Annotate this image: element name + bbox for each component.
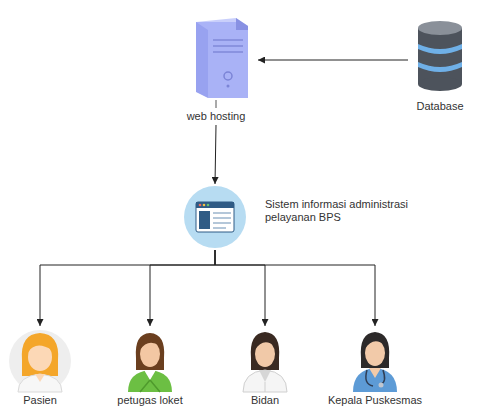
arrow-connector bbox=[215, 125, 216, 184]
application-icon bbox=[184, 186, 246, 248]
icon-node: Kepala Puskesmas bbox=[318, 328, 432, 407]
node-label: petugas loket bbox=[105, 394, 195, 407]
icon-node: Pasien bbox=[0, 328, 80, 407]
node-label: Kepala Puskesmas bbox=[318, 394, 432, 407]
node-label: Sistem informasi administrasi pelayanan … bbox=[265, 198, 455, 224]
arrow-connector bbox=[40, 250, 215, 326]
arrow-connector bbox=[215, 250, 375, 326]
arrow-connector bbox=[215, 250, 265, 326]
doctor-avatar bbox=[353, 332, 397, 392]
icon-node: Database bbox=[410, 18, 470, 113]
node-label: web hosting bbox=[176, 110, 256, 123]
database-icon bbox=[418, 21, 462, 91]
icon-node: petugas loket bbox=[105, 328, 195, 407]
server-icon bbox=[196, 18, 248, 108]
patient-avatar bbox=[9, 330, 71, 392]
icon-node: Bidan bbox=[225, 328, 305, 407]
arrow-connector bbox=[258, 60, 408, 61]
node-label: Bidan bbox=[225, 394, 305, 407]
clerk-avatar bbox=[128, 333, 172, 392]
midwife-avatar bbox=[243, 332, 287, 392]
icon-node: Sistem informasi administrasi pelayanan … bbox=[183, 186, 458, 248]
node-label: Pasien bbox=[0, 394, 80, 407]
arrow-connector bbox=[150, 250, 215, 326]
icon-node: web hosting bbox=[176, 14, 256, 123]
node-label: Database bbox=[410, 100, 470, 113]
